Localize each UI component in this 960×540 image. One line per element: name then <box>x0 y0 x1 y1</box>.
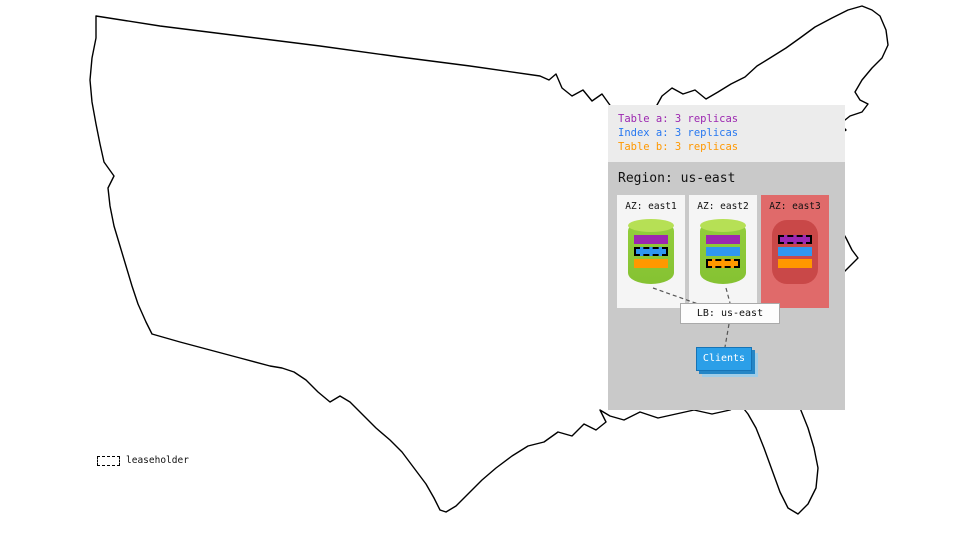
region-panel: Region: us-east AZ: east1 AZ: east2 <box>608 162 845 410</box>
region-title: Region: us-east <box>618 171 736 186</box>
replica-table-a <box>706 235 740 244</box>
replica-table-b <box>778 259 812 268</box>
az-east1-label: AZ: east1 <box>625 201 677 212</box>
az-row: AZ: east1 AZ: east2 <box>608 195 845 310</box>
node-cylinder-east1 <box>628 219 674 284</box>
replica-index-a-leaseholder <box>634 247 668 256</box>
replica-index-a <box>706 247 740 256</box>
leaseholder-swatch-icon <box>97 455 120 466</box>
replica-table-b-leaseholder <box>706 259 740 268</box>
replica-table-b <box>634 259 668 268</box>
legend-table-a: Table a: 3 replicas <box>618 113 739 125</box>
leaseholder-legend-label: leaseholder <box>126 455 189 466</box>
node-capsule-east3 <box>772 220 818 284</box>
node-cylinder-east2 <box>700 219 746 284</box>
leaseholder-legend: leaseholder <box>97 450 189 466</box>
az-east2: AZ: east2 <box>689 195 757 308</box>
az-east3-label: AZ: east3 <box>769 201 821 212</box>
replica-table-a-leaseholder <box>778 235 812 244</box>
replica-table-a <box>634 235 668 244</box>
az-east1: AZ: east1 <box>617 195 685 308</box>
az-east3-down: AZ: east3 <box>761 195 829 308</box>
az-east2-label: AZ: east2 <box>697 201 749 212</box>
replica-index-a <box>778 247 812 256</box>
legend-table-b: Table b: 3 replicas <box>618 141 739 153</box>
replica-legend-panel: Table a: 3 replicas Index a: 3 replicas … <box>608 105 845 162</box>
clients-box: Clients <box>696 347 752 371</box>
legend-index-a: Index a: 3 replicas <box>618 127 739 139</box>
load-balancer: LB: us-east <box>680 303 780 324</box>
